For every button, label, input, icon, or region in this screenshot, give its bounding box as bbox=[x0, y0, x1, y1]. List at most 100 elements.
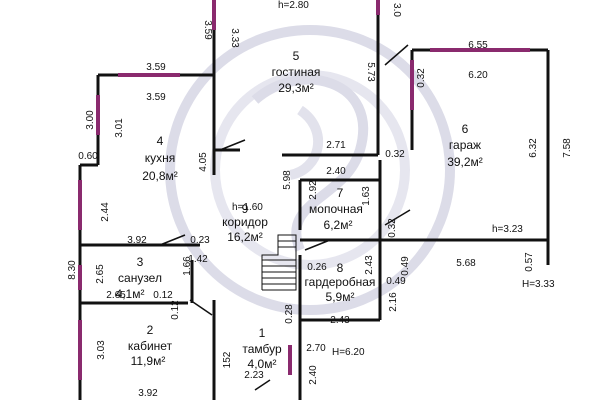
room-9-number: 9 bbox=[242, 202, 249, 216]
dim-label: 2.71 bbox=[326, 140, 346, 151]
room-8-number: 8 bbox=[337, 261, 344, 275]
room-labels: 5 гостиная 29,3м² 4 кухня 20,8м² 6 гараж… bbox=[116, 49, 483, 371]
dimensions-horizontal: 3.59 3.59 2.71 2.40 6.55 6.20 0.32 3.92 … bbox=[106, 40, 488, 399]
dim-label: 2.92 bbox=[308, 180, 319, 200]
dim-label: 0.57 bbox=[524, 252, 535, 272]
room-3-area: 4,1м² bbox=[116, 287, 145, 301]
dim-label: 3.01 bbox=[114, 118, 125, 138]
dim-label: 4.05 bbox=[198, 152, 209, 172]
dim-label: 5.73 bbox=[365, 62, 376, 82]
dim-label: 2.40 bbox=[308, 365, 319, 385]
dim-label: 0.32 bbox=[385, 149, 405, 160]
dimensions-vertical: 3.59 3.33 3.0 5.73 3.00 3.01 0.60 4.05 5… bbox=[67, 3, 573, 385]
room-5-number: 5 bbox=[293, 49, 300, 63]
dim-label: 3.33 bbox=[229, 28, 240, 48]
dim-label: 3.59 bbox=[146, 92, 166, 103]
dim-label: 1.42 bbox=[188, 254, 208, 265]
dim-label: 3.0 bbox=[391, 3, 402, 17]
watermark-logo bbox=[165, 25, 455, 315]
dim-label: 5.98 bbox=[282, 170, 293, 190]
dim-label: 0.49 bbox=[386, 276, 406, 287]
dim-label: 2.16 bbox=[388, 292, 399, 312]
dim-label: 8.30 bbox=[67, 260, 78, 280]
dim-label: 152 bbox=[222, 351, 233, 368]
dim-label: 6.20 bbox=[468, 70, 488, 81]
dim-label: 3.92 bbox=[138, 388, 158, 399]
dim-label: 3.92 bbox=[127, 235, 147, 246]
dim-label: 7.58 bbox=[562, 138, 573, 158]
dim-label: 2.43 bbox=[330, 315, 350, 326]
dim-label: 1.66 bbox=[182, 256, 193, 276]
room-8-area: 5,9м² bbox=[326, 290, 355, 304]
room-1-number: 1 bbox=[259, 326, 266, 340]
door-entrance bbox=[254, 379, 271, 391]
height-vestibule: H=6.20 bbox=[332, 347, 365, 358]
dim-label: 2.65 bbox=[95, 264, 106, 284]
room-9-name: коридор bbox=[222, 215, 268, 229]
room-9-area: 16,2м² bbox=[227, 230, 263, 244]
height-garage-outer: H=3.33 bbox=[522, 279, 555, 290]
stairs-outline bbox=[261, 234, 297, 291]
dim-label: 5.68 bbox=[456, 258, 476, 269]
dim-label: 2.43 bbox=[364, 255, 375, 275]
dim-label: 2.23 bbox=[244, 370, 264, 381]
dim-label: 0.28 bbox=[284, 304, 295, 324]
room-7-area: 6,2м² bbox=[324, 218, 353, 232]
room-7-number: 7 bbox=[337, 186, 344, 200]
room-2-area: 11,9м² bbox=[131, 354, 166, 368]
dim-label: 0.60 bbox=[78, 151, 98, 162]
dim-label: 0.49 bbox=[400, 256, 411, 276]
door-garage bbox=[384, 44, 409, 66]
room-4-name: кухня bbox=[145, 151, 176, 165]
dim-label: 3.59 bbox=[202, 20, 213, 40]
room-3-number: 3 bbox=[137, 255, 144, 269]
door-toilet bbox=[159, 234, 186, 246]
room-3-name: санузел bbox=[118, 271, 162, 285]
dim-label: 6.32 bbox=[528, 138, 539, 158]
dim-label: 2.70 bbox=[306, 343, 326, 354]
door-garage-side bbox=[384, 209, 411, 226]
watermark-swan-wing bbox=[288, 105, 323, 180]
room-2-name: кабинет bbox=[128, 339, 173, 353]
room-8-name: гардеробная bbox=[305, 275, 376, 289]
room-5-area: 29,3м² bbox=[278, 81, 314, 95]
door-wardrobe bbox=[304, 239, 331, 251]
windows bbox=[78, 0, 530, 380]
room-6-area: 39,2м² bbox=[447, 155, 483, 169]
dim-label: 6.55 bbox=[468, 40, 488, 51]
dim-label: 3.00 bbox=[85, 110, 96, 130]
dim-label: 0.12 bbox=[153, 290, 173, 301]
height-garage: h=3.23 bbox=[492, 224, 523, 235]
height-labels: h=2.80 h=1.60 h=3.23 H=3.33 H=6.20 bbox=[232, 0, 555, 358]
height-living: h=2.80 bbox=[278, 0, 309, 11]
staircase bbox=[261, 234, 297, 291]
door-living bbox=[219, 139, 246, 151]
watermark-swan bbox=[251, 74, 368, 252]
door-office bbox=[189, 299, 213, 316]
room-2-number: 2 bbox=[147, 323, 154, 337]
dim-label: 0.23 bbox=[190, 235, 210, 246]
dim-label: 0.32 bbox=[416, 68, 427, 88]
room-6-number: 6 bbox=[462, 122, 469, 136]
dim-label: 1.63 bbox=[361, 186, 372, 206]
room-4-area: 20,8м² bbox=[142, 169, 178, 183]
dim-label: 3.59 bbox=[146, 62, 166, 73]
dim-label: 2.44 bbox=[100, 202, 111, 222]
room-1-name: тамбур bbox=[242, 342, 282, 356]
room-6-name: гараж bbox=[449, 138, 481, 152]
watermark-ring bbox=[165, 25, 455, 315]
room-4-number: 4 bbox=[157, 134, 164, 148]
room-1-area: 4,0м² bbox=[248, 357, 277, 371]
height-corridor: h=1.60 bbox=[232, 202, 263, 213]
dim-label: 3.03 bbox=[96, 340, 107, 360]
room-5-name: гостиная bbox=[272, 65, 321, 79]
dim-label: 0.32 bbox=[387, 218, 398, 238]
doors bbox=[159, 44, 411, 391]
room-7-name: мопочная bbox=[309, 202, 363, 216]
dim-label: 2.65 bbox=[106, 290, 126, 301]
dim-label: 0.26 bbox=[307, 262, 327, 273]
dim-label: 2.40 bbox=[326, 166, 346, 177]
dim-label: 0.12 bbox=[170, 300, 181, 320]
